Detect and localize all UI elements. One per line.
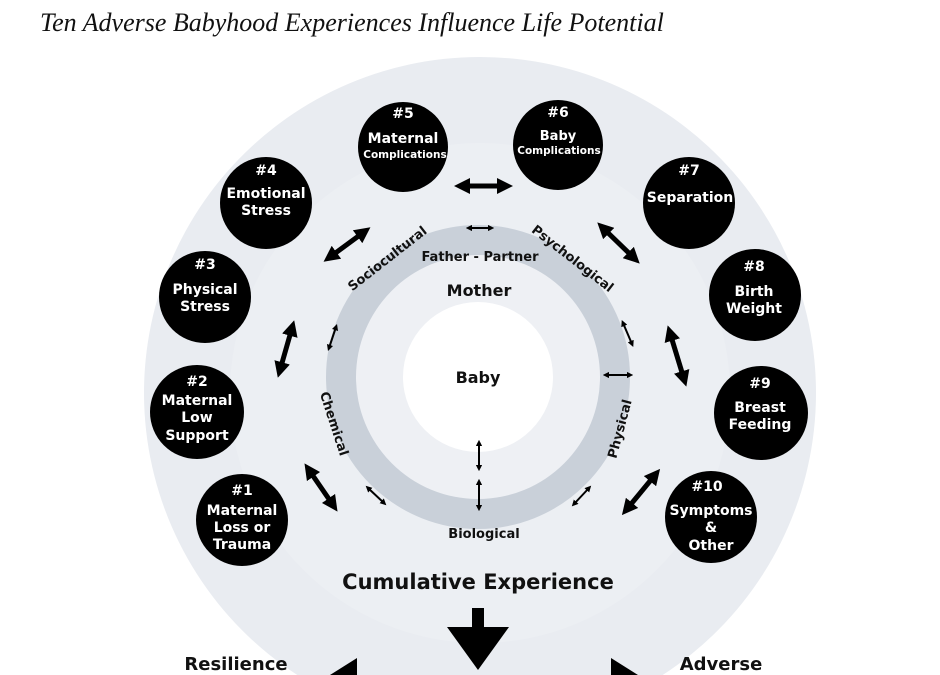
experience-4: #4 Emotional Stress [220, 157, 312, 249]
baby-label: Baby [456, 368, 501, 387]
small-arrow-icon [365, 485, 387, 506]
down-arrow-icon [447, 608, 509, 670]
double-arrow-icon [274, 320, 298, 378]
svg-text:Emotional: Emotional [226, 186, 305, 202]
svg-text:Maternal: Maternal [207, 503, 278, 519]
cumulative-experience-label: Cumulative Experience [342, 570, 614, 594]
baby-circle [403, 302, 553, 452]
right-arrow-icon [611, 658, 638, 675]
experience-7: #7 Separation [643, 157, 735, 249]
experience-5: #5 Maternal Complications [358, 102, 448, 192]
double-arrow-icon [621, 468, 661, 516]
domain-biological: Biological [448, 527, 519, 542]
experience-9: #9 Breast Feeding [714, 366, 808, 460]
svg-text:#5: #5 [392, 106, 413, 122]
small-arrow-icon [621, 320, 634, 347]
small-arrow-icon [326, 323, 339, 352]
small-arrow-icon [571, 485, 592, 507]
svg-text:Other: Other [689, 538, 734, 554]
svg-text:Maternal: Maternal [162, 393, 233, 409]
father-partner-label: Father - Partner [421, 250, 539, 265]
mother-label: Mother [447, 281, 512, 300]
svg-text:Physical: Physical [172, 282, 237, 298]
svg-text:Weight: Weight [726, 301, 782, 317]
svg-text:Stress: Stress [241, 203, 291, 219]
svg-text:Baby: Baby [540, 129, 577, 144]
svg-text:#2: #2 [186, 374, 207, 390]
diagram-title: Ten Adverse Babyhood Experiences Influen… [40, 8, 664, 37]
svg-text:Support: Support [165, 428, 229, 444]
outcome-adverse: Adverse [680, 654, 763, 675]
experience-10: #10 Symptoms & Other [665, 471, 757, 563]
double-arrow-icon [304, 463, 338, 512]
double-arrow-icon [664, 325, 690, 387]
svg-text:Separation: Separation [647, 190, 733, 206]
outcome-resilience: Resilience [184, 654, 287, 675]
svg-text:#9: #9 [749, 376, 770, 392]
svg-text:#10: #10 [691, 479, 722, 495]
svg-text:#1: #1 [231, 483, 252, 499]
svg-text:Complications: Complications [363, 149, 446, 161]
svg-text:#7: #7 [678, 163, 699, 179]
svg-text:&: & [705, 520, 717, 536]
svg-text:Trauma: Trauma [213, 537, 271, 553]
svg-text:Feeding: Feeding [729, 417, 792, 433]
experience-6: #6 Baby Complications [513, 100, 603, 190]
left-arrow-icon [330, 658, 357, 675]
svg-text:Symptoms: Symptoms [669, 503, 752, 519]
svg-text:#6: #6 [547, 105, 568, 121]
svg-text:Stress: Stress [180, 299, 230, 315]
svg-text:Breast: Breast [734, 400, 786, 416]
experience-1: #1 Maternal Loss or Trauma [196, 474, 288, 566]
svg-text:Birth: Birth [734, 284, 773, 300]
svg-text:#4: #4 [255, 163, 277, 179]
svg-text:Low: Low [181, 410, 213, 426]
experience-8: #8 Birth Weight [709, 249, 801, 341]
arrows [274, 177, 690, 516]
svg-text:#3: #3 [194, 257, 215, 273]
svg-text:Loss or: Loss or [214, 520, 271, 536]
double-arrow-icon [597, 222, 640, 264]
double-arrow-icon [323, 227, 371, 262]
svg-text:Maternal: Maternal [368, 131, 439, 147]
experience-3: #3 Physical Stress [159, 251, 251, 343]
experience-2: #2 Maternal Low Support [150, 365, 244, 459]
svg-text:Complications: Complications [517, 145, 600, 157]
svg-text:#8: #8 [743, 259, 764, 275]
